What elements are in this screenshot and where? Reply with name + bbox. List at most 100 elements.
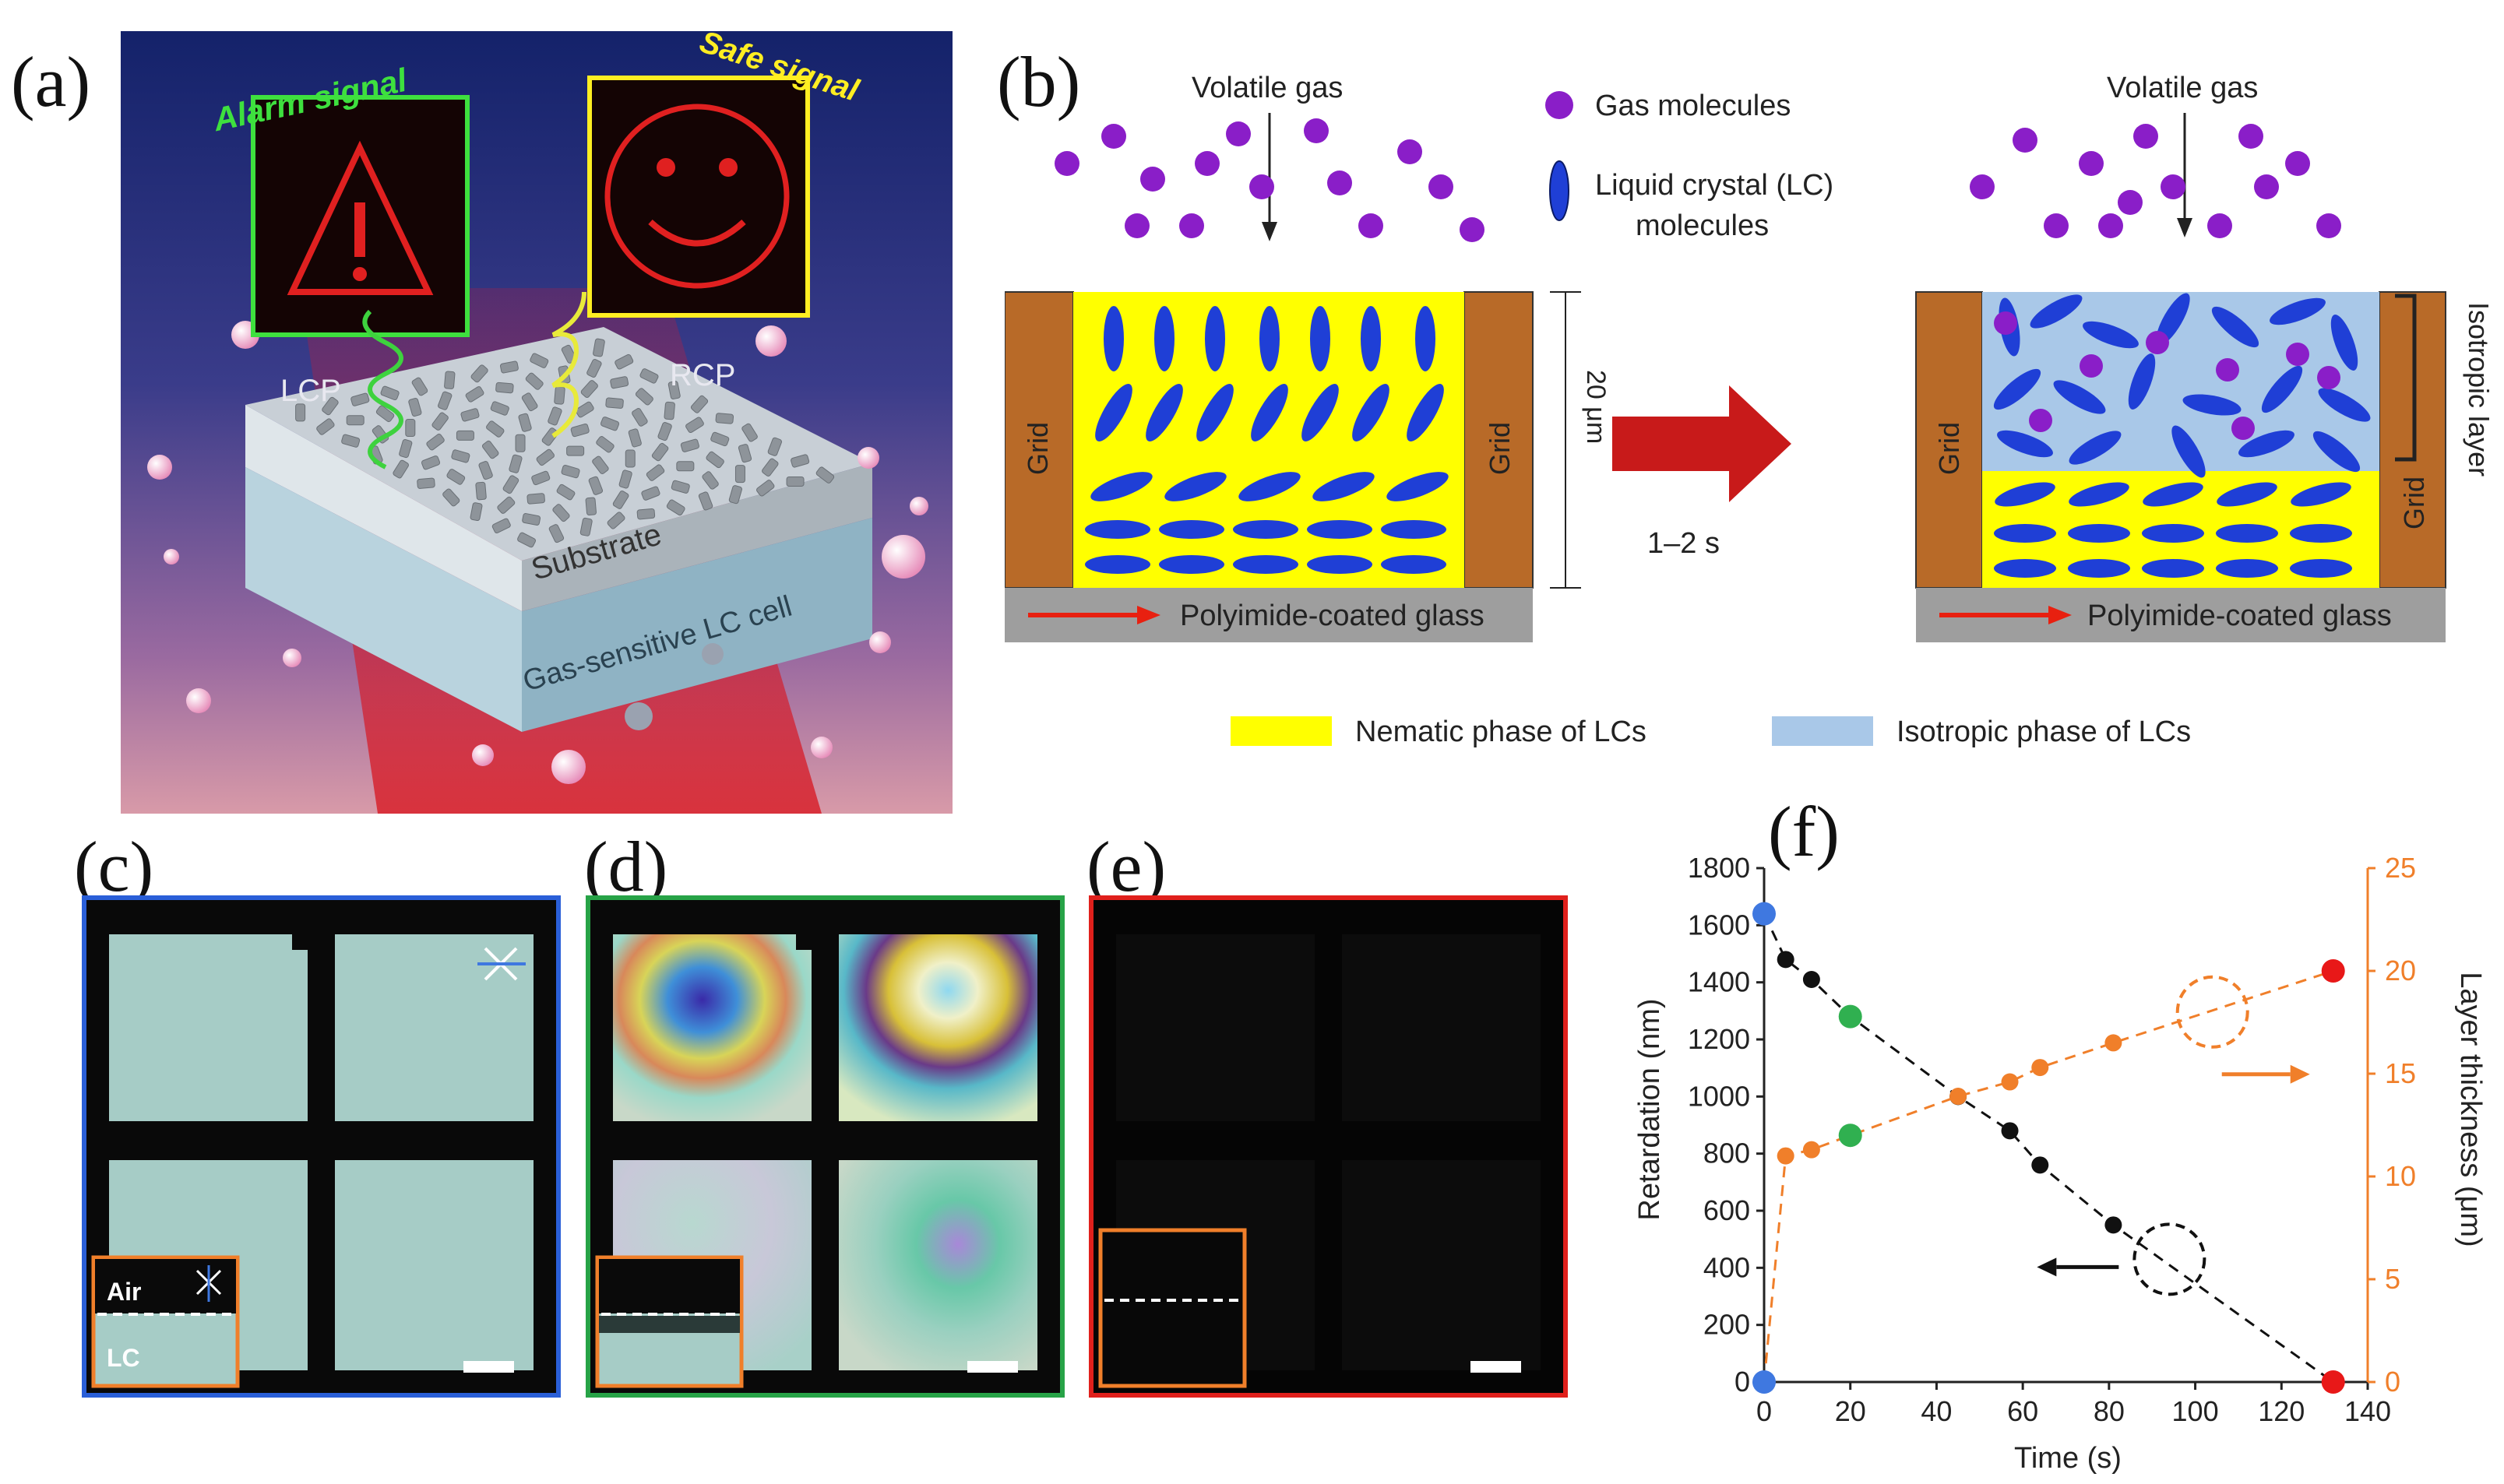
gas-molecule (2161, 174, 2185, 199)
pillar (341, 434, 361, 448)
isotropic-legend-swatch (1772, 716, 1873, 746)
pillar (408, 398, 422, 417)
retardation-point (1802, 971, 1820, 988)
pillar (680, 438, 699, 452)
pillar (350, 392, 370, 406)
inset-e (1098, 1228, 1247, 1388)
pillar (316, 418, 335, 435)
pillar (625, 449, 636, 468)
gas-molecule (1195, 151, 1220, 176)
pillar (786, 476, 805, 487)
pillar (664, 401, 675, 420)
pixel-top-left (109, 934, 308, 1121)
lc-molecule (1312, 472, 1375, 501)
y-tick-label: 800 (1703, 1138, 1750, 1169)
lc-molecule (1307, 555, 1372, 574)
pillar (767, 437, 783, 456)
gas-molecule (1970, 174, 1995, 199)
panel-label-d: (d) (584, 827, 668, 906)
pillar (657, 422, 672, 441)
pillar (646, 464, 665, 481)
lc-molecules-legend-1: Liquid crystal (LC) (1595, 169, 1833, 202)
gas-molecule (1304, 118, 1329, 143)
lc-molecule (1238, 472, 1301, 501)
y-tick-label: 1000 (1688, 1080, 1750, 1112)
lc-molecule (2270, 297, 2326, 325)
gas-molecule (1327, 171, 1352, 195)
lc-molecule (1104, 306, 1124, 371)
lc-molecule (1994, 559, 2056, 578)
pillar (444, 371, 456, 389)
gas-molecule (2216, 358, 2239, 382)
nematic-legend-swatch (1231, 716, 1332, 746)
lc-molecule (2030, 294, 2083, 329)
grid-label-right-b: Grid (2398, 476, 2430, 529)
pillar (554, 386, 565, 405)
lc-molecule (1994, 524, 2056, 543)
pillar (607, 512, 625, 529)
pillar (295, 403, 306, 422)
gas-molecule (1179, 213, 1204, 238)
gas-molecule (2207, 213, 2232, 238)
gas-molecule (1226, 121, 1251, 146)
lc-molecule (2216, 524, 2278, 543)
pillar (442, 488, 460, 507)
pillar (491, 518, 511, 534)
pillar (465, 386, 484, 403)
metasurface-pillars (295, 338, 835, 548)
gas-molecule (1140, 167, 1165, 192)
pillar (728, 485, 742, 505)
inset-c: Air LC (91, 1255, 240, 1388)
y-tick-label: 1200 (1688, 1023, 1750, 1055)
pillar (497, 496, 516, 514)
lc-molecule (1307, 520, 1372, 539)
pillar (426, 434, 445, 451)
lc-molecule (1407, 384, 1444, 441)
panel-label-a: (a) (11, 42, 91, 121)
lc-molecule (1259, 306, 1280, 371)
pillar (575, 401, 594, 418)
pillar (756, 480, 775, 497)
pillar (815, 466, 835, 484)
lc-molecule (1085, 555, 1150, 574)
y-axis-label: Retardation (nm) (1633, 998, 1666, 1220)
pillar (517, 532, 537, 548)
lc-molecule (1095, 384, 1132, 441)
pillar (588, 476, 604, 495)
lc-molecule (1233, 555, 1298, 574)
pillar (541, 427, 559, 446)
pillar (521, 392, 538, 412)
y2-tick-label: 20 (2385, 955, 2416, 986)
pillar (411, 377, 428, 396)
gas-molecule (1994, 311, 2017, 335)
retardation-point (2001, 1122, 2019, 1140)
lc-molecule (2068, 559, 2130, 578)
retardation-point (1777, 951, 1794, 969)
lcp-label: LCP (280, 374, 341, 408)
lc-molecule (1993, 368, 2041, 410)
pillar (615, 353, 634, 370)
pillar (685, 417, 704, 434)
grid-label-left-a: Grid (1022, 422, 1054, 475)
panel-label-f: (f) (1768, 792, 1840, 871)
pillar (592, 455, 609, 474)
y2-tick-label: 15 (2385, 1057, 2416, 1089)
lc-molecule (1415, 306, 1435, 371)
gas-molecule (1101, 124, 1126, 149)
lc-molecules-left (1085, 306, 1449, 574)
pillar (525, 372, 544, 390)
lc-molecule (1205, 306, 1225, 371)
panel-f-chart: Retardation (nm) Layer thickness (μm) Ti… (1633, 852, 2487, 1475)
gas-molecule (2029, 409, 2052, 432)
gas-molecule (2118, 190, 2143, 215)
gas-molecule (2146, 331, 2169, 354)
pillar (481, 440, 499, 459)
pillar (612, 491, 629, 509)
pillar (593, 338, 605, 357)
lc-molecule (2318, 388, 2371, 422)
panel-e-micrograph (1089, 895, 1568, 1398)
retardation-point (2031, 1156, 2049, 1174)
pillar (710, 431, 730, 447)
lc-molecule (2291, 482, 2351, 507)
lc-molecule (1361, 306, 1381, 371)
